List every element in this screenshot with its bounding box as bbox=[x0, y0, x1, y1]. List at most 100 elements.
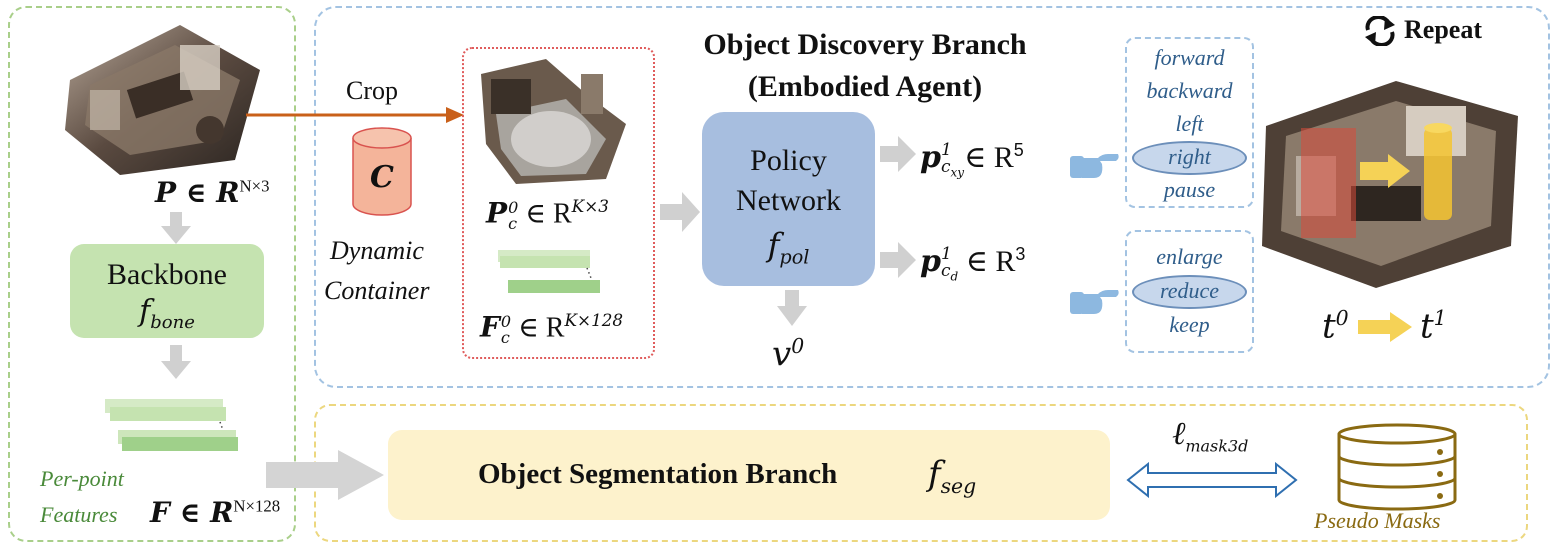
pd-sub: c bbox=[940, 260, 951, 281]
arrow-to-pd bbox=[880, 242, 916, 278]
t1-sup: 1 bbox=[1433, 306, 1447, 330]
arrow-to-segmentation bbox=[266, 450, 384, 500]
t0-sup: 0 bbox=[1335, 306, 1349, 330]
per-point-feature-bars bbox=[105, 399, 238, 451]
pd-set: ∈ R bbox=[965, 245, 1016, 278]
loss-symbol: ℓ bbox=[1172, 414, 1186, 452]
segmentation-title: Object Segmentation Branch bbox=[478, 458, 838, 490]
selected-action-highlight bbox=[1132, 275, 1247, 309]
time-t1-label: t1 bbox=[1420, 306, 1447, 346]
cropped-features-sup: 0 bbox=[500, 311, 512, 331]
segmentation-branch-block: Object Segmentation Branch fseg bbox=[388, 430, 1110, 520]
backbone-function: fbone bbox=[70, 294, 264, 333]
pseudo-masks-label: Pseudo Masks bbox=[1314, 508, 1441, 533]
t1-symbol: t bbox=[1420, 306, 1434, 347]
features-label: Features bbox=[40, 502, 118, 527]
repeat-icon bbox=[1365, 16, 1395, 46]
mask-loss-label: ℓmask3d bbox=[1172, 414, 1248, 455]
cropped-features-sub: c bbox=[500, 327, 510, 347]
pxy-sub: c bbox=[940, 156, 951, 177]
pointing-hand-icon bbox=[1070, 154, 1119, 178]
repeat-label: Repeat bbox=[1404, 15, 1482, 44]
cropped-region-box bbox=[462, 47, 655, 359]
selected-action-highlight bbox=[1132, 141, 1247, 175]
value-label: v0 bbox=[772, 334, 804, 374]
time-t0-label: t0 bbox=[1322, 306, 1349, 346]
arrow-to-backbone bbox=[161, 212, 191, 244]
t0-symbol: t bbox=[1322, 306, 1336, 347]
cropped-features-symbol: F bbox=[480, 310, 500, 344]
object-discovery-panel bbox=[314, 6, 1550, 388]
segmentation-function: fseg bbox=[928, 454, 976, 498]
dynamic-container-icon bbox=[352, 127, 412, 216]
crop-arrow bbox=[246, 107, 464, 123]
backbone-fn-subscript: bone bbox=[150, 312, 195, 333]
pd-dim: 3 bbox=[1015, 244, 1026, 264]
cropped-features-set: ∈ R bbox=[518, 312, 565, 344]
movement-action-list: forward backward left right pause bbox=[1125, 37, 1254, 208]
cropped-feature-bars bbox=[498, 250, 600, 293]
seg-fn-subscript: seg bbox=[940, 473, 977, 498]
scene-point-cloud-image bbox=[65, 25, 260, 175]
policy-fn-symbol: f bbox=[767, 226, 780, 264]
action-keep: keep bbox=[1169, 312, 1210, 337]
policy-function: fpol bbox=[702, 226, 875, 268]
pd-symbol: p bbox=[920, 244, 941, 279]
cropped-points-dim: K×3 bbox=[571, 196, 609, 216]
value-sup: 0 bbox=[791, 334, 805, 358]
pxy-set: ∈ R bbox=[964, 141, 1014, 174]
policy-fn-subscript: pol bbox=[779, 245, 810, 269]
action-reduce: reduce bbox=[1159, 278, 1220, 303]
container-label: Container bbox=[324, 276, 430, 305]
action-pause: pause bbox=[1163, 177, 1216, 202]
cropped-point-cloud-image bbox=[481, 59, 626, 184]
pxy-sup: 1 bbox=[940, 139, 952, 160]
value-symbol: v bbox=[772, 334, 792, 375]
point-cloud-label: P ∈ RN×3 bbox=[155, 176, 270, 210]
pxy-subsub: xy bbox=[950, 165, 965, 180]
policy-network-block: Policy Network fpol bbox=[702, 112, 875, 286]
backbone-fn-symbol: f bbox=[139, 294, 151, 329]
dynamic-label: Dynamic bbox=[330, 236, 424, 265]
loss-double-arrow bbox=[1126, 462, 1298, 498]
cropped-points-sup: 0 bbox=[508, 197, 519, 217]
policy-title: Policy bbox=[750, 144, 827, 177]
loss-subscript: mask3d bbox=[1185, 436, 1249, 456]
cropped-points-set: ∈ R bbox=[525, 198, 572, 230]
discovery-title: Object Discovery Branch bbox=[703, 28, 1027, 61]
pxy-symbol: p bbox=[920, 140, 941, 175]
features-set-label: F ∈ RN×128 bbox=[150, 496, 280, 530]
action-right: right bbox=[1168, 144, 1211, 169]
agent-step-scene-image bbox=[1262, 81, 1518, 288]
backbone-block: Backbone fbone bbox=[70, 244, 264, 338]
pseudo-masks-database-icon bbox=[1337, 423, 1457, 511]
arrow-to-value bbox=[777, 290, 807, 326]
action-forward: forward bbox=[1154, 45, 1225, 70]
network-title: Network bbox=[736, 184, 841, 217]
action-left: left bbox=[1175, 111, 1204, 136]
arrow-to-features bbox=[161, 345, 191, 379]
cropped-features-dim: K×128 bbox=[564, 310, 624, 330]
cropped-points-sub: c bbox=[508, 213, 518, 233]
backbone-panel bbox=[8, 6, 296, 542]
cropped-points-symbol: P bbox=[486, 196, 508, 230]
pointing-hand-icon bbox=[1070, 290, 1119, 314]
backbone-title: Backbone bbox=[107, 258, 227, 291]
action-backward: backward bbox=[1146, 78, 1233, 103]
container-letter: C bbox=[370, 160, 394, 195]
pxy-dim: 5 bbox=[1013, 140, 1024, 160]
features-dim: N×128 bbox=[233, 496, 281, 516]
crop-label: Crop bbox=[346, 76, 398, 105]
arrow-to-pxy bbox=[880, 136, 916, 172]
discovery-subtitle: (Embodied Agent) bbox=[747, 70, 983, 103]
action-enlarge: enlarge bbox=[1156, 244, 1223, 269]
arrow-to-policy bbox=[660, 192, 700, 232]
point-cloud-symbol: P ∈ R bbox=[155, 176, 240, 209]
features-symbol: F ∈ R bbox=[150, 496, 234, 529]
pd-subsub: d bbox=[950, 269, 959, 284]
point-cloud-dim: N×3 bbox=[239, 176, 270, 196]
